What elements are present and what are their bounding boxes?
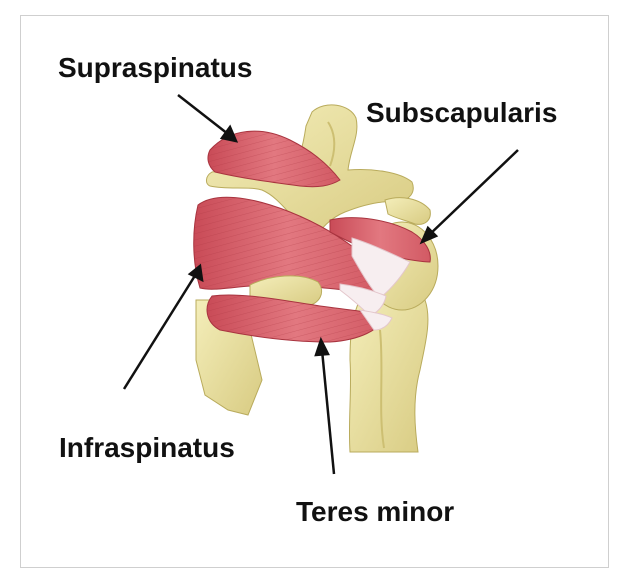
label-subscapularis: Subscapularis: [366, 97, 558, 128]
pointer-arrows: [122, 94, 519, 475]
arrow-teres-minor: [320, 349, 336, 475]
tendon: [351, 237, 411, 299]
label-supraspinatus: Supraspinatus: [58, 52, 253, 83]
arrow-infraspinatus: [122, 273, 198, 390]
arrow-subscapularis: [427, 149, 519, 237]
label-teres-minor: Teres minor: [296, 496, 455, 527]
coracoid-bone: [384, 197, 431, 225]
label-infraspinatus: Infraspinatus: [59, 432, 235, 463]
arrow-supraspinatus: [177, 94, 229, 135]
